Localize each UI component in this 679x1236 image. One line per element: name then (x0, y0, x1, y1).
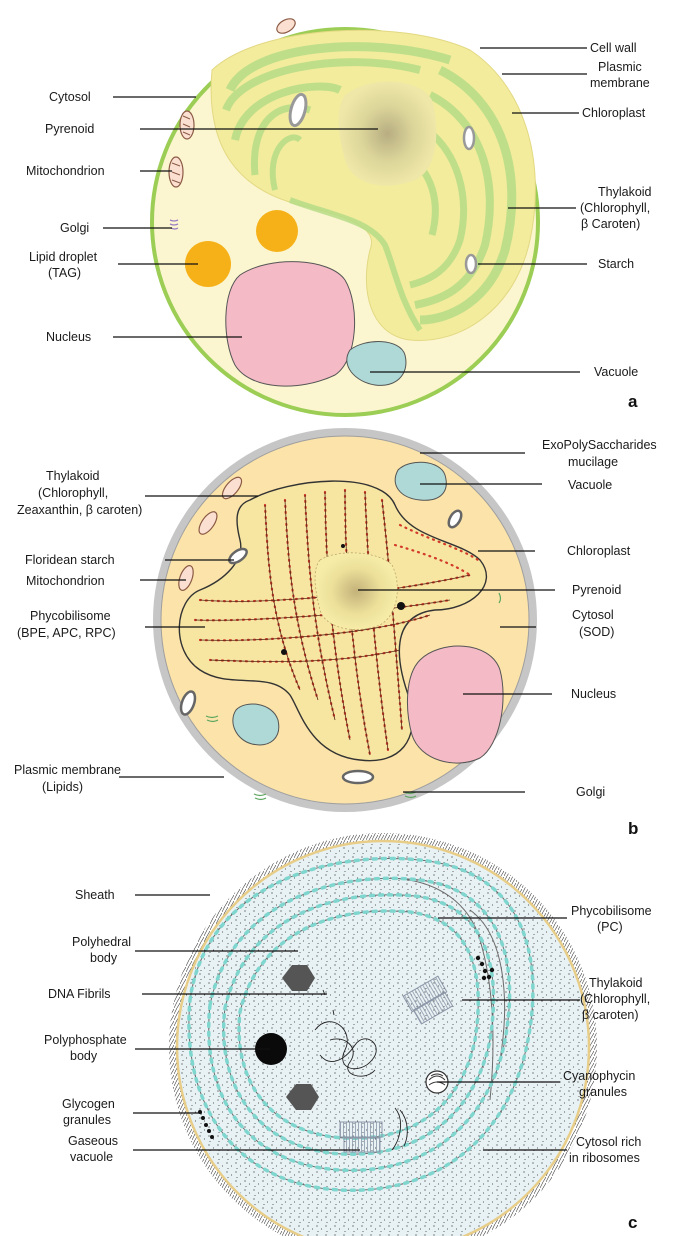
label-vacuole: Vacuole (594, 365, 638, 379)
polyhedral-body-icon (282, 965, 315, 991)
label-sheath: Sheath (75, 888, 115, 902)
label-thylakoid-c-2: (Chlorophyll, (580, 992, 650, 1006)
label-phycobilisome-b: Phycobilisome (30, 609, 111, 623)
label-plasmic-membrane-b-2: (Lipids) (42, 780, 83, 794)
label-thylakoid-b-3: Zeaxanthin, β caroten) (17, 503, 142, 517)
mitochondrion-icon (276, 18, 296, 34)
label-polyhedral-body-2: body (90, 951, 118, 965)
label-thylakoid-b-2: (Chlorophyll, (38, 486, 108, 500)
label-gaseous-vacuole: Gaseous (68, 1134, 118, 1148)
label-thylakoid-b: Thylakoid (46, 469, 100, 483)
label-golgi-b: Golgi (576, 785, 605, 799)
label-cell-wall: Cell wall (590, 41, 637, 55)
mitochondrion-icon (178, 476, 243, 591)
label-mitochondrion-b: Mitochondrion (26, 574, 105, 588)
starch-dot (341, 544, 345, 548)
label-lipid-droplet-tag: (TAG) (48, 266, 81, 280)
vacuole-a (346, 341, 407, 386)
label-nucleus: Nucleus (46, 330, 91, 344)
panel-b: Thylakoid (Chlorophyll, Zeaxanthin, β ca… (14, 428, 657, 838)
label-floridean-starch: Floridean starch (25, 553, 115, 567)
label-plasmic-membrane-2: membrane (590, 76, 650, 90)
label-polyphosphate-body-2: body (70, 1049, 98, 1063)
dna-fibrils (314, 989, 408, 1151)
vacuole-b (394, 461, 447, 501)
starch-dot (397, 602, 405, 610)
label-lipid-droplet: Lipid droplet (29, 250, 98, 264)
label-plasmic-membrane-b: Plasmic membrane (14, 763, 121, 777)
label-cytosol-b-2: (SOD) (579, 625, 614, 639)
label-dna-fibrils: DNA Fibrils (48, 987, 111, 1001)
panel-letter-a: a (628, 392, 638, 411)
label-cytosol: Cytosol (49, 90, 91, 104)
label-thylakoid-2: (Chlorophyll, (580, 201, 650, 215)
label-glycogen-granules-2: granules (63, 1113, 111, 1127)
label-thylakoid: Thylakoid (598, 185, 652, 199)
starch-grain-icon (288, 92, 308, 128)
panel-a: Cytosol Pyrenoid Mitochondrion Golgi Lip… (26, 18, 652, 417)
thylakoids-c (187, 856, 535, 1192)
label-thylakoid-3: β Caroten) (581, 217, 640, 231)
label-glycogen-granules: Glycogen (62, 1097, 115, 1111)
starch-grain-icon (341, 769, 375, 785)
vacuole-b (232, 703, 280, 746)
label-phycobilisome-b-2: (BPE, APC, RPC) (17, 626, 116, 640)
nucleus-b (406, 645, 504, 764)
label-gaseous-vacuole-2: vacuole (70, 1150, 113, 1164)
lipid-droplet (256, 210, 298, 252)
polyphosphate-body (255, 1033, 287, 1065)
label-eps: ExoPolySaccharides (542, 438, 657, 452)
label-nucleus-b: Nucleus (571, 687, 616, 701)
panel-letter-b: b (628, 819, 638, 838)
label-polyphosphate-body: Polyphosphate (44, 1033, 127, 1047)
label-cytosol-b: Cytosol (572, 608, 614, 622)
label-vacuole-b: Vacuole (568, 478, 612, 492)
mitochondrion-icon (168, 156, 184, 188)
leaders-b (119, 452, 555, 793)
label-thylakoid-c-3: β caroten) (582, 1008, 639, 1022)
label-pyrenoid: Pyrenoid (45, 122, 94, 136)
label-thylakoid-c: Thylakoid (589, 976, 643, 990)
label-plasmic-membrane: Plasmic (598, 60, 642, 74)
label-cytosol-c-2: in ribosomes (569, 1151, 640, 1165)
starch-dot (281, 649, 287, 655)
starch-grain-icon (447, 509, 463, 529)
starch-grain-icon (462, 125, 476, 151)
label-golgi: Golgi (60, 221, 89, 235)
label-polyhedral-body: Polyhedral (72, 935, 131, 949)
label-cyanophycin-2: granules (579, 1085, 627, 1099)
label-eps-2: mucilage (568, 455, 618, 469)
label-cytosol-c: Cytosol rich (576, 1135, 641, 1149)
leaders-c (133, 894, 580, 1151)
panel-c: Sheath Polyhedral body DNA Fibrils Polyp… (44, 833, 652, 1236)
gas-vesicle-icon (339, 975, 454, 1153)
pyrenoid-b (314, 552, 398, 630)
mitochondrion-icon (179, 110, 195, 140)
nucleus-a (225, 261, 356, 387)
leaders-a (103, 47, 587, 373)
golgi-icon (205, 592, 502, 801)
starch-grain-icon (464, 253, 478, 275)
pyrenoid-a (338, 81, 437, 186)
polyhedral-body-icon (286, 1084, 319, 1110)
label-chloroplast-b: Chloroplast (567, 544, 631, 558)
label-phycobilisome-c: Phycobilisome (571, 904, 652, 918)
label-starch: Starch (598, 257, 634, 271)
label-phycobilisome-c-2: (PC) (597, 920, 623, 934)
label-chloroplast: Chloroplast (582, 106, 646, 120)
label-cyanophycin: Cyanophycin (563, 1069, 635, 1083)
starch-grain-icon (179, 690, 197, 716)
label-mitochondrion: Mitochondrion (26, 164, 105, 178)
panel-letter-c: c (628, 1213, 637, 1232)
label-pyrenoid-b: Pyrenoid (572, 583, 621, 597)
lipid-droplet (185, 241, 231, 287)
